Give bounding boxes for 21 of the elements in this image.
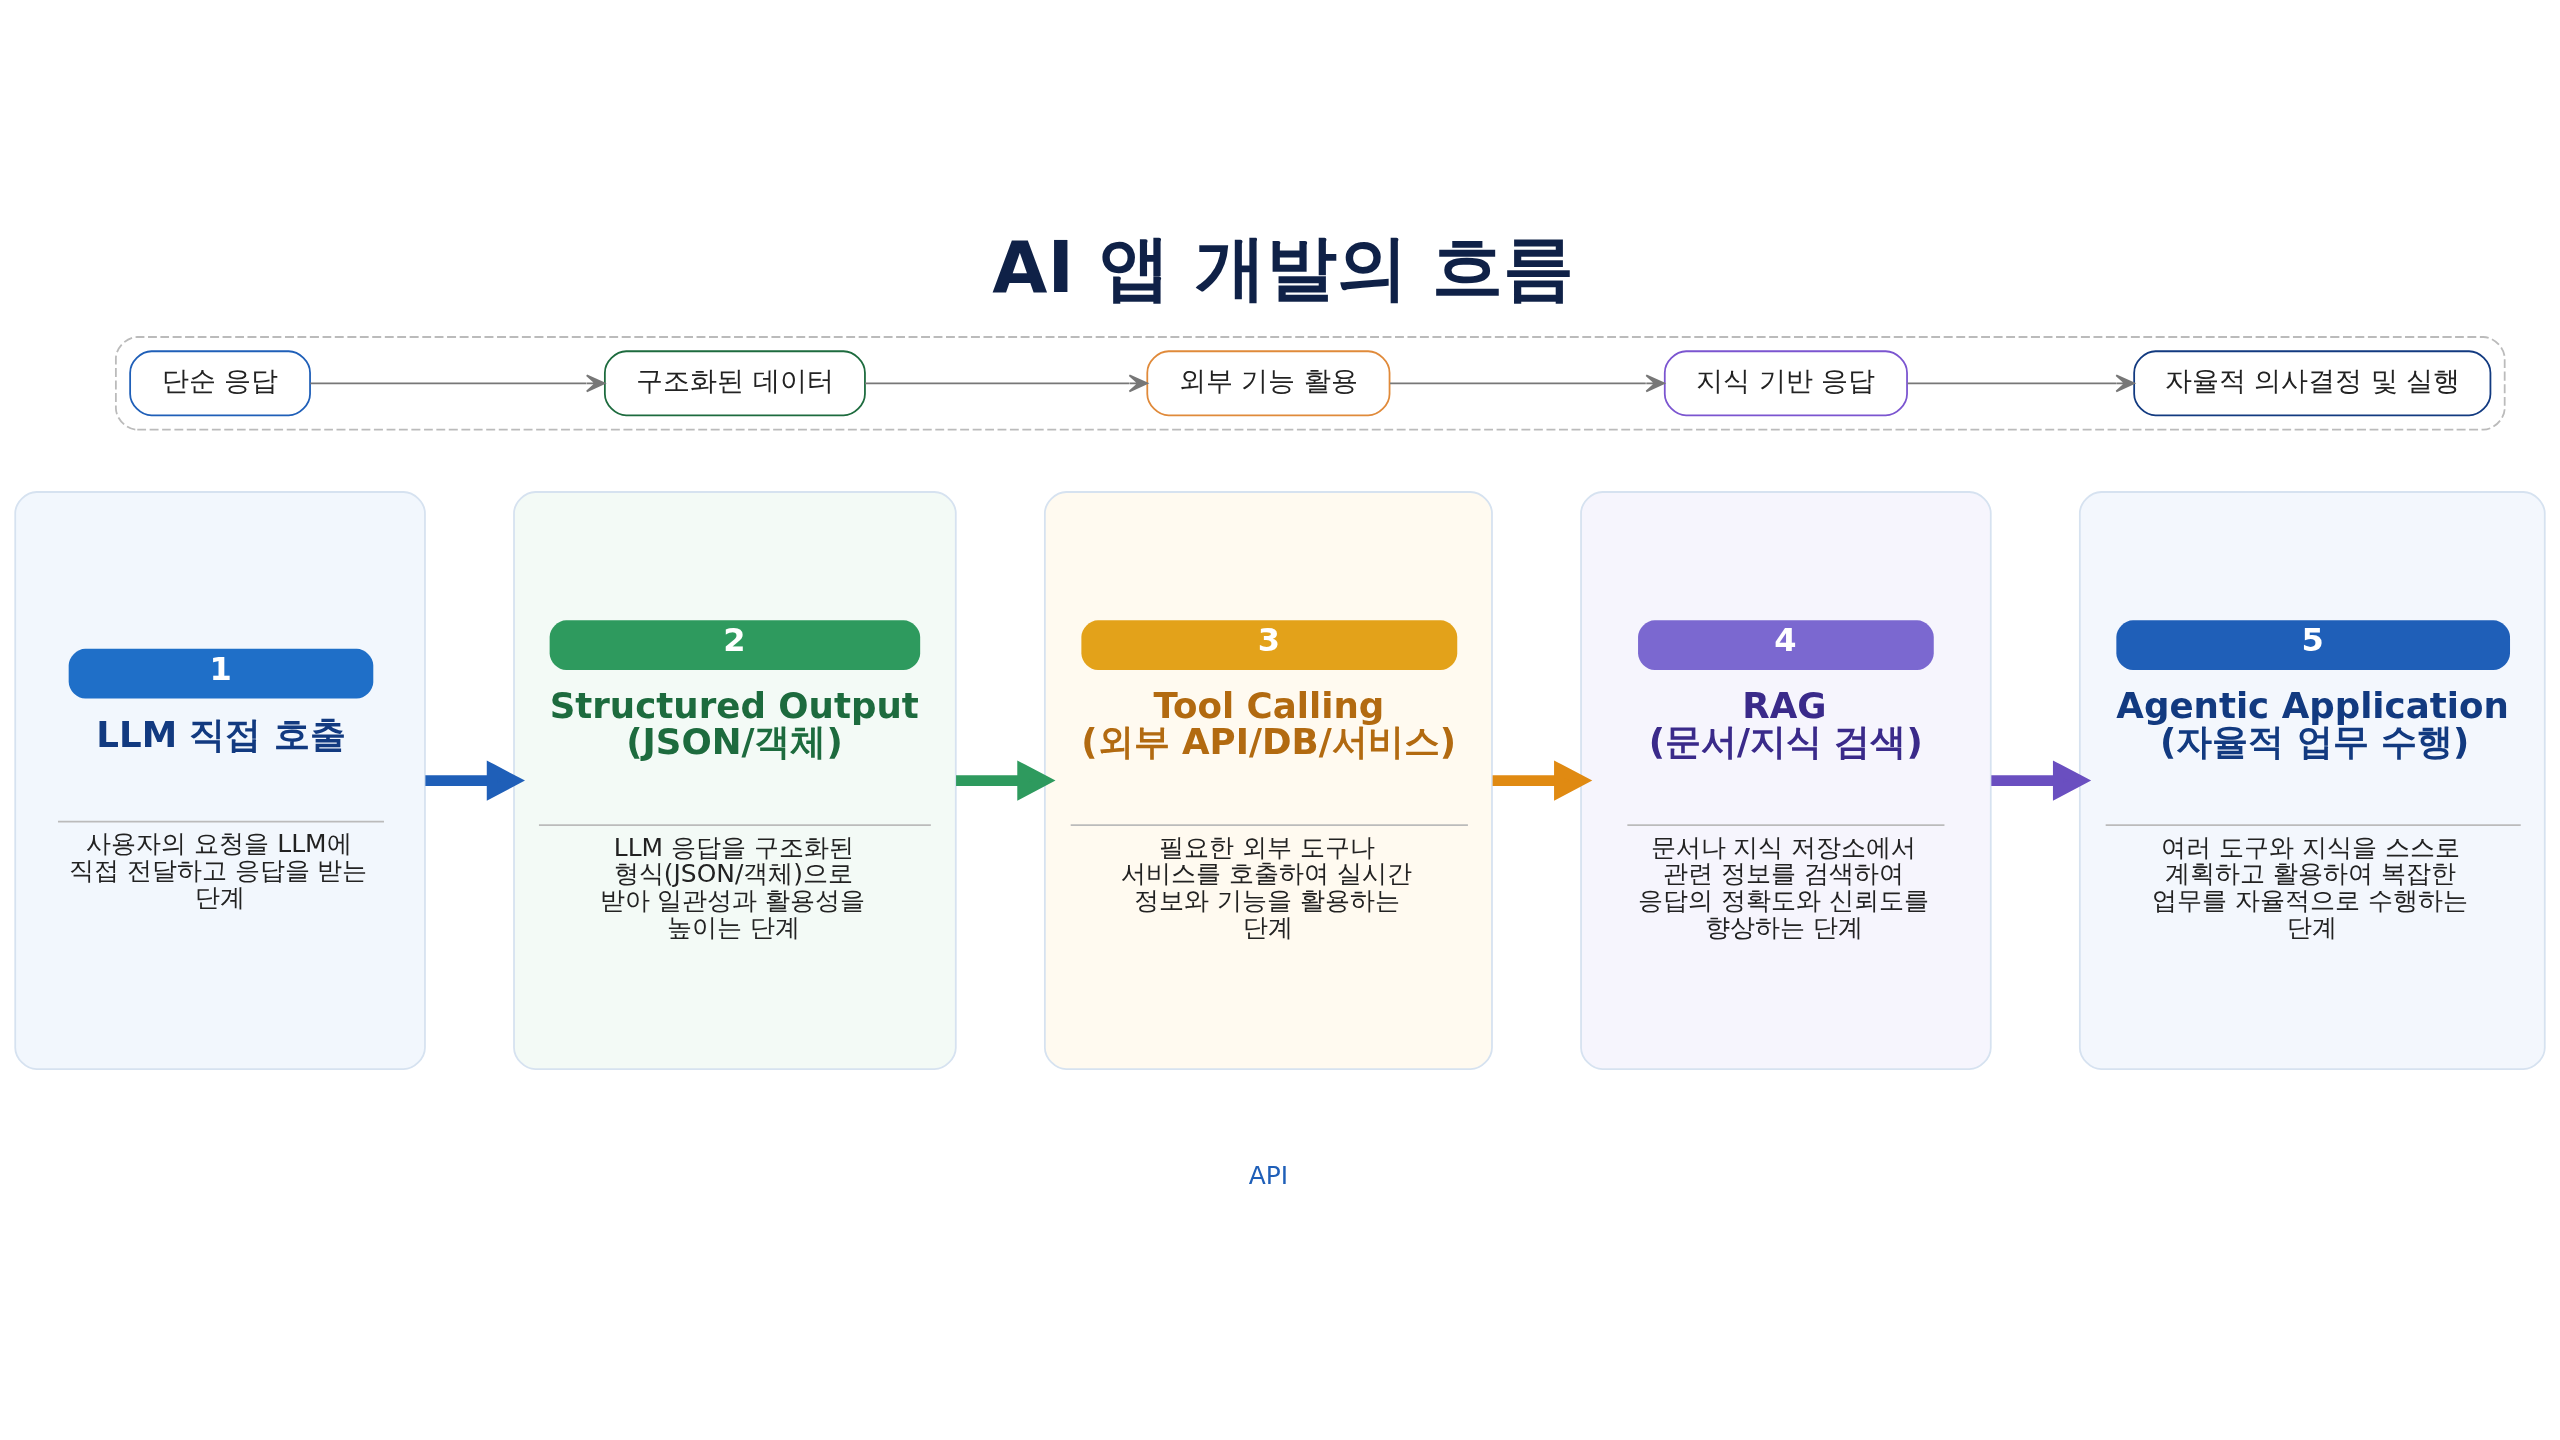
node-box: 1 LLM 직접 호출 사용자의 요청을 LLM에 직접 전달하고 응답을 받는 단계 — [14, 491, 426, 1071]
arrow — [956, 760, 1056, 801]
arrow — [1492, 760, 1593, 801]
node-box: 외부 기능 활용 — [1146, 350, 1391, 417]
node-box: 3 Tool Calling (외부 API/DB/서비스) 필요한 외부 도구나 서비스를 호출하여 실시간 정보와 기능을 활용하는 단계 — [1043, 491, 1493, 1071]
label: API — [1248, 1161, 1289, 1191]
node-box: 2 Structured Output (JSON/객체) LLM 응답을 구조화된 형식(JSON/객체)으로 받아 일관성과 활용성을 높이는 단계 — [513, 491, 957, 1071]
arrow — [1991, 760, 2092, 801]
arrow — [864, 374, 1149, 393]
arrow — [1906, 374, 2135, 393]
node-box: 4 RAG (문서/지식 검색) 문서나 지식 저장소에서 관련 정보를 검색하여 응답의 정확도와 신뢰도를 향상하는 단계 — [1580, 491, 1992, 1071]
diagram-title: AI 앱 개발의 흐름 — [992, 226, 1575, 310]
cluster — [115, 336, 2506, 431]
arrow — [309, 374, 606, 393]
arrow — [425, 760, 525, 801]
node-box: 단순 응답 — [129, 350, 311, 417]
node-box: 지식 기반 응답 — [1663, 350, 1908, 417]
node-box: 5 Agentic Application (자율적 업무 수행) 여러 도구와 지식을 스스로 계획하고 활용하여 복잡한 업무를 자율적으로 수행하는 단계 — [2078, 491, 2546, 1071]
node-box: 자율적 의사결정 및 실행 — [2133, 350, 2492, 417]
arrow — [1389, 374, 1665, 393]
node-box: 구조화된 데이터 — [603, 350, 866, 417]
